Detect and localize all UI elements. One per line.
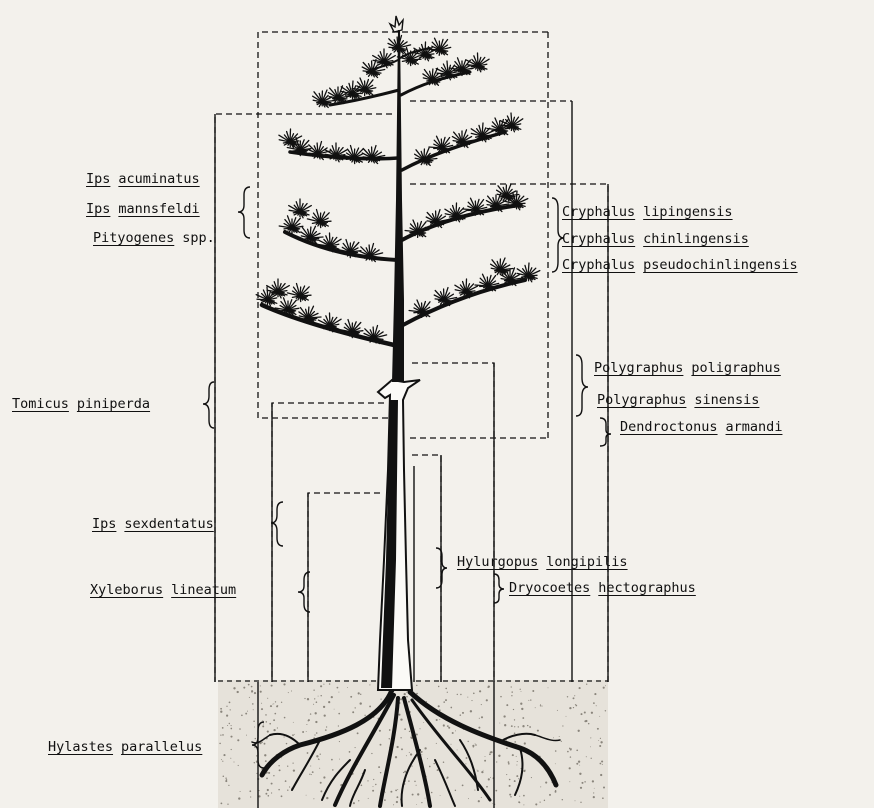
needle-cluster — [452, 130, 474, 148]
label-cryphalus-chinlingensis: Cryphalus chinlingensis — [562, 231, 749, 247]
label-polygraphus-poligraphus: Polygraphus poligraphus — [594, 360, 781, 376]
genus-text: Pityogenes — [93, 230, 174, 246]
label-pityogenes: Pityogenes spp. — [93, 230, 215, 246]
genus-text: Cryphalus — [562, 257, 635, 273]
zone-hylurgopus — [412, 363, 494, 682]
species-text: piniperda — [77, 396, 150, 412]
genus-text: Xyleborus — [90, 582, 163, 598]
genus-text: Ips — [86, 171, 110, 187]
genus-text: Hylastes — [48, 739, 113, 755]
species-text: sinensis — [694, 392, 759, 408]
species-text: longipilis — [546, 554, 627, 570]
species-text: hectographus — [598, 580, 696, 596]
needle-cluster — [455, 279, 478, 298]
needle-cluster — [267, 279, 290, 298]
genus-text: Ips — [92, 516, 116, 532]
label-dryocoetes: Dryocoetes hectographus — [509, 580, 696, 596]
label-cryphalus-lipingensis: Cryphalus lipingensis — [562, 204, 733, 220]
needle-cluster — [426, 210, 449, 228]
label-ips-sexdentatus: Ips sexdentatus — [92, 516, 214, 532]
label-xyleborus: Xyleborus lineatum — [90, 582, 236, 598]
species-text: mannsfeldi — [118, 201, 199, 217]
needle-cluster — [325, 143, 348, 162]
label-dendroctonus: Dendroctonus armandi — [620, 419, 782, 435]
label-hylastes: Hylastes parallelus — [48, 739, 202, 755]
genus-text: Hylurgopus — [457, 554, 538, 570]
needle-cluster — [289, 199, 312, 218]
needle-cluster — [318, 313, 341, 332]
needle-cluster — [497, 184, 519, 201]
needle-cluster — [373, 49, 396, 68]
species-text: pseudochinlingensis — [643, 257, 797, 273]
species-text: acuminatus — [118, 171, 199, 187]
tree-branches — [262, 48, 525, 345]
species-text: lineatum — [171, 582, 236, 598]
zone-ips-sexdentatus — [272, 403, 384, 682]
label-hylurgopus: Hylurgopus longipilis — [457, 554, 628, 570]
species-text: poligraphus — [691, 360, 780, 376]
genus-text: Cryphalus — [562, 231, 635, 247]
label-polygraphus-sinensis: Polygraphus sinensis — [597, 392, 759, 408]
zone-xyleborus — [308, 493, 380, 682]
genus-text: Polygraphus — [597, 392, 686, 408]
zone-dendroctonus — [412, 455, 441, 682]
tree-top-bud — [390, 16, 403, 32]
genus-text: Tomicus — [12, 396, 69, 412]
genus-text: Polygraphus — [594, 360, 683, 376]
genus-text: Cryphalus — [562, 204, 635, 220]
species-text: sexdentatus — [124, 516, 213, 532]
genus-text: Dryocoetes — [509, 580, 590, 596]
species-text: parallelus — [121, 739, 202, 755]
needle-cluster — [279, 129, 302, 148]
genus-text: Ips — [86, 201, 110, 217]
species-text: lipingensis — [643, 204, 732, 220]
genus-text: Dendroctonus — [620, 419, 718, 435]
label-tomicus: Tomicus piniperda — [12, 396, 150, 412]
needle-cluster — [362, 146, 385, 164]
label-ips-mannsfeldi: Ips mannsfeldi — [86, 201, 200, 217]
label-cryphalus-pseudochinlingensis: Cryphalus pseudochinlingensis — [562, 257, 798, 273]
needle-cluster — [471, 123, 494, 142]
needle-cluster — [287, 284, 311, 302]
species-text: armandi — [726, 419, 783, 435]
species-text: spp. — [182, 230, 215, 246]
species-text: chinlingensis — [643, 231, 749, 247]
label-ips-acuminatus: Ips acuminatus — [86, 171, 200, 187]
needle-cluster — [307, 210, 331, 228]
needle-cluster — [279, 216, 303, 234]
